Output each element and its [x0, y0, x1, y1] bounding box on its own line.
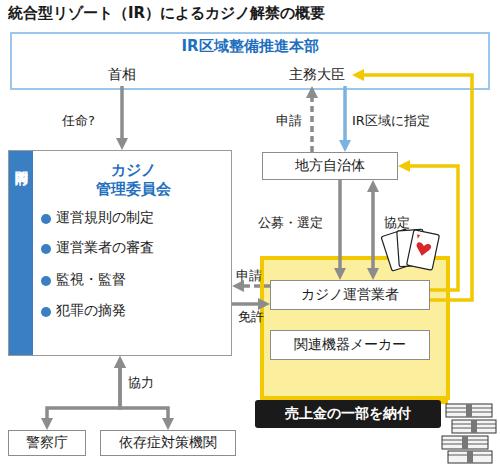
node-text: 関連機器メーカー — [294, 336, 406, 354]
official-label: 首相 — [97, 64, 147, 86]
node-text: カジノ運営業者 — [301, 286, 399, 304]
agency-box: 警察庁 — [8, 430, 86, 456]
node-text: 首相 — [108, 66, 136, 84]
edge-label: 申請 — [276, 112, 302, 130]
diagram-title: 統合型リゾート（IR）によるカジノ解禁の概要 — [8, 4, 325, 23]
node-text: 監視・監督 — [41, 271, 126, 289]
node-text: 地方自治体 — [295, 157, 365, 175]
process-box: 関連機器メーカー — [270, 330, 430, 360]
edge-label: 免許 — [238, 308, 264, 326]
node-text: IR区域整備推進本部 — [12, 37, 488, 56]
node-text: 売上金の一部を納付 — [285, 405, 411, 423]
node-text: 内閣府 — [9, 151, 33, 355]
edge-label: 協力 — [128, 374, 154, 392]
edge-label: 協定 — [384, 214, 410, 232]
node-text: カジノ 管理委員会 — [88, 161, 178, 199]
node-text: 依存症対策機関 — [119, 434, 217, 452]
note-box: 売上金の一部を納付 — [255, 400, 441, 428]
process-box: カジノ運営業者 — [270, 280, 430, 310]
flow-arrow — [371, 188, 375, 272]
operator-group-box — [262, 258, 448, 398]
org-band: IR区域整備推進本部首相 主務大臣 — [10, 32, 490, 90]
edge-label: IR区域に指定 — [352, 112, 430, 130]
node-text: 主務大臣 — [289, 66, 345, 84]
flow-arrow — [406, 166, 458, 290]
flow-arrow — [240, 284, 270, 288]
playing-cards — [381, 229, 439, 271]
node-text: 警察庁 — [26, 434, 68, 452]
flow-arrow — [338, 180, 342, 272]
official-label: 主務大臣 — [282, 64, 352, 86]
flow-arrow — [120, 86, 124, 142]
edge-label: 公募・選定 — [258, 214, 323, 232]
flow-arrow — [232, 302, 262, 306]
node-text: 犯罪の摘発 — [41, 302, 126, 320]
node-text: 運営業者の審査 — [41, 239, 154, 257]
agency-box: 依存症対策機関 — [100, 430, 236, 456]
flow-arrow — [120, 364, 168, 422]
flow-arrow — [47, 364, 120, 422]
edge-label: 申請 — [236, 267, 262, 285]
edge-label: 任命? — [62, 112, 95, 130]
process-box: 地方自治体 — [262, 152, 398, 180]
flow-arrow — [360, 75, 472, 300]
money-stacks — [442, 404, 496, 463]
committee-box: 内閣府 カジノ 管理委員会運営規則の制定運営業者の審査監視・監督犯罪の摘発 — [8, 150, 232, 356]
flow-arrow — [310, 94, 314, 152]
flow-arrow — [343, 86, 347, 144]
node-text: 運営規則の制定 — [41, 209, 154, 227]
